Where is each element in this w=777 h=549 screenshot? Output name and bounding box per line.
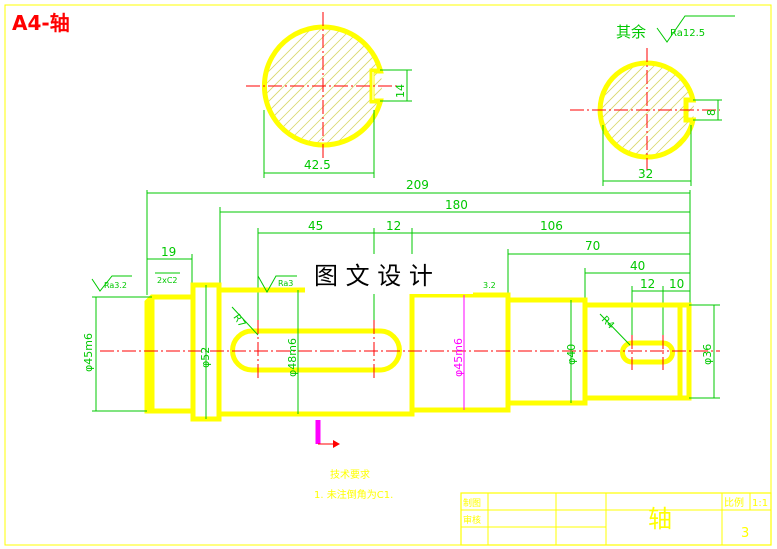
section-a-height: 14 xyxy=(394,84,407,98)
watermark-background xyxy=(305,254,473,294)
dim-phi48m6: φ48m6 xyxy=(286,338,299,377)
dim-12a: 12 xyxy=(386,219,401,233)
shaft-segment-48 xyxy=(216,287,415,417)
section-a-width: 42.5 xyxy=(304,158,331,172)
chamfer-label: 2xC2 xyxy=(157,276,178,285)
dim-10: 10 xyxy=(669,277,684,291)
section-b-outline xyxy=(597,60,697,160)
roughness-mark-3: 3.2 xyxy=(483,281,496,290)
dim-phi52: φ52 xyxy=(199,347,212,368)
dim-106: 106 xyxy=(540,219,563,233)
keyway-left xyxy=(230,328,402,373)
title-tag: A4-轴 xyxy=(12,11,70,35)
title-block-scale-label: 比例 xyxy=(724,496,744,509)
dim-40: 40 xyxy=(630,259,645,273)
dim-phi45m6-mid: φ45m6 xyxy=(452,338,465,377)
section-b-hatch xyxy=(600,63,694,157)
dim-phi45m6-left: φ45m6 xyxy=(82,333,95,372)
dim-r4: R4 xyxy=(599,314,616,331)
roughness-other-symbol xyxy=(656,15,735,43)
section-a-outline xyxy=(261,24,384,148)
sheet-frame xyxy=(4,4,772,546)
shaft-main-view: 209 180 45 12 106 70 40 12 10 19 xyxy=(82,178,720,448)
dim-overall: 209 xyxy=(406,178,429,192)
keyway-right xyxy=(620,340,675,365)
dim-70: 70 xyxy=(585,239,600,253)
title-block-checked: 审核 xyxy=(463,514,481,526)
dim-r7: R7 xyxy=(231,312,248,329)
roughness-mark-2: Ra3 xyxy=(278,279,293,288)
section-a: 42.5 14 xyxy=(246,12,412,178)
dim-phi36: φ36 xyxy=(701,344,714,365)
shaft-segment-left xyxy=(144,294,196,414)
dim-phi40: φ40 xyxy=(565,344,578,365)
title-block-scale-value: 1:1 xyxy=(752,498,768,509)
tech-heading: 技术要求 xyxy=(330,468,370,481)
section-b-width: 32 xyxy=(638,167,653,181)
dim-180: 180 xyxy=(445,198,468,212)
dim-45: 45 xyxy=(308,219,323,233)
title-block-part-name: 轴 xyxy=(648,505,672,533)
section-b-height: 8 xyxy=(705,109,718,116)
roughness-other-label: 其余 xyxy=(616,23,646,41)
title-block-sheet: 3 xyxy=(741,526,749,541)
dim-12b: 12 xyxy=(640,277,655,291)
watermark-text: 图 文 设 计 xyxy=(314,262,433,290)
title-block-drawn: 制图 xyxy=(463,497,481,509)
tech-line-1: 1. 未注倒角为C1. xyxy=(314,488,393,501)
section-b: 32 8 xyxy=(570,48,722,186)
title-block: 制图 审核 轴 比例 1:1 3 xyxy=(460,492,772,546)
dim-19: 19 xyxy=(161,245,176,259)
roughness-other-value: Ra12.5 xyxy=(670,28,705,39)
roughness-mark-1: Ra3.2 xyxy=(104,281,127,290)
